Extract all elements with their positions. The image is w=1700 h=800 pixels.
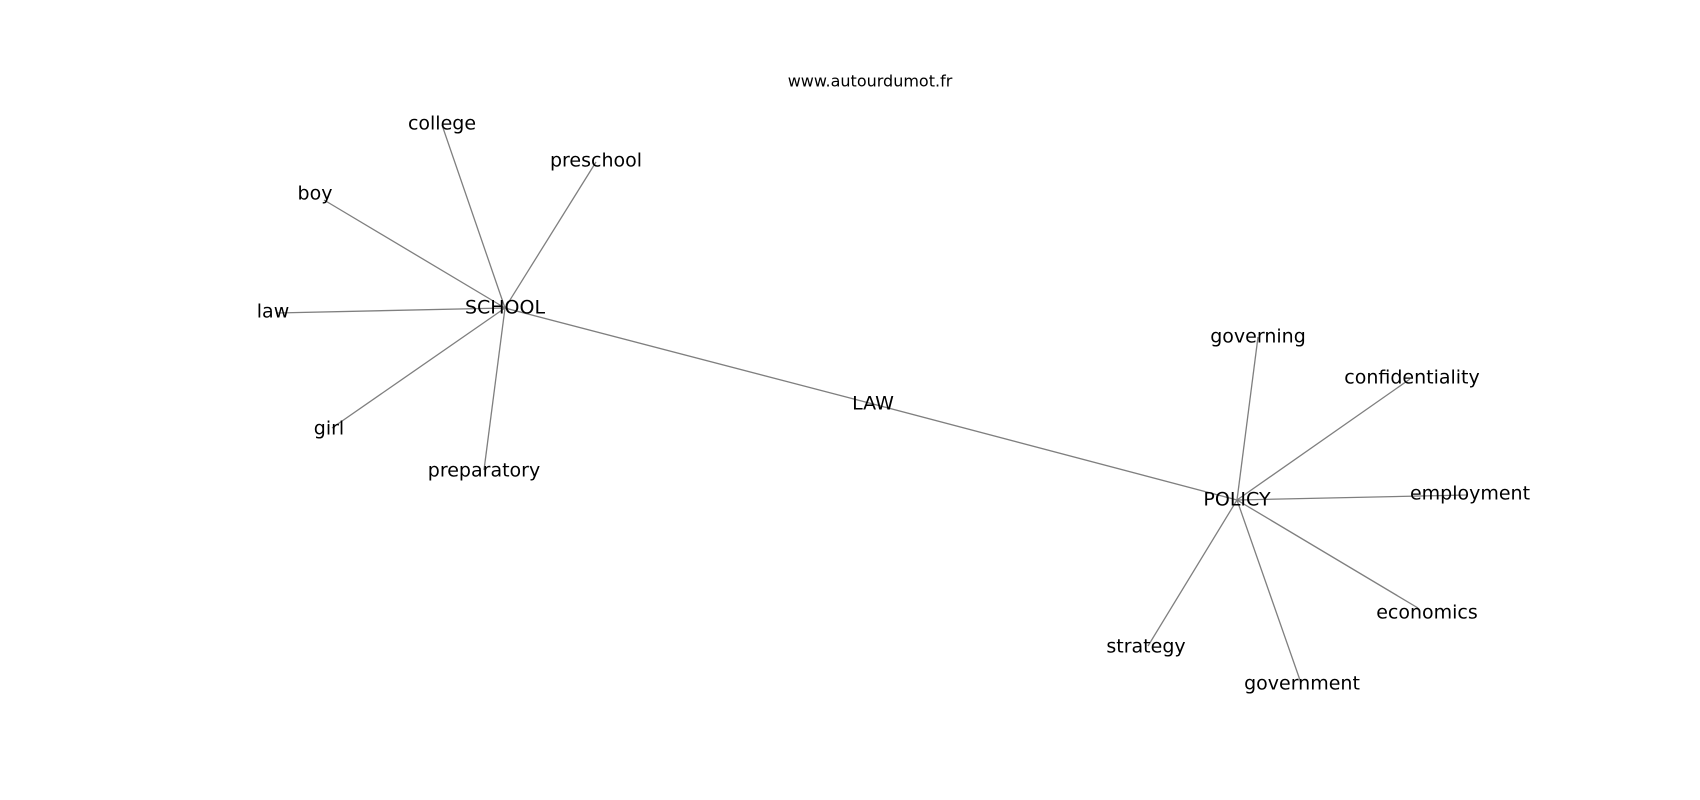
node-preschool: preschool: [550, 150, 642, 172]
node-school: SCHOOL: [465, 297, 546, 319]
node-college: college: [408, 113, 476, 135]
edge-school-law: [504, 307, 874, 405]
edge-school-girl: [331, 307, 506, 429]
edge-policy-confidentiality: [1236, 378, 1411, 501]
edge-school-preschool: [504, 161, 597, 309]
edge-policy-governing: [1236, 336, 1259, 501]
edge-school-college: [441, 124, 506, 309]
node-law-center: LAW: [852, 393, 894, 415]
edge-law-policy: [872, 403, 1238, 501]
node-strategy: strategy: [1106, 636, 1185, 658]
edge-policy-government: [1236, 499, 1302, 684]
node-boy: boy: [298, 183, 333, 205]
node-employment: employment: [1410, 483, 1530, 505]
edge-school-preparatory: [483, 307, 506, 471]
node-confidentiality: confidentiality: [1344, 367, 1480, 389]
node-preparatory: preparatory: [428, 460, 540, 482]
edges-layer: [275, 124, 1469, 684]
edge-policy-strategy: [1147, 499, 1238, 647]
edge-school-boy: [323, 199, 506, 309]
node-government: government: [1244, 673, 1360, 695]
node-governing: governing: [1210, 326, 1306, 348]
edge-policy-economics: [1236, 499, 1419, 609]
node-economics: economics: [1376, 602, 1478, 624]
node-girl: girl: [314, 418, 344, 440]
node-policy: POLICY: [1203, 489, 1271, 511]
edge-policy-employment: [1236, 494, 1469, 501]
labels-layer: LAW SCHOOL college preschool boy law gir…: [257, 113, 1530, 695]
edge-school-law-word: [275, 307, 506, 314]
watermark-text: www.autourdumot.fr: [788, 72, 953, 91]
node-law: law: [257, 301, 289, 323]
